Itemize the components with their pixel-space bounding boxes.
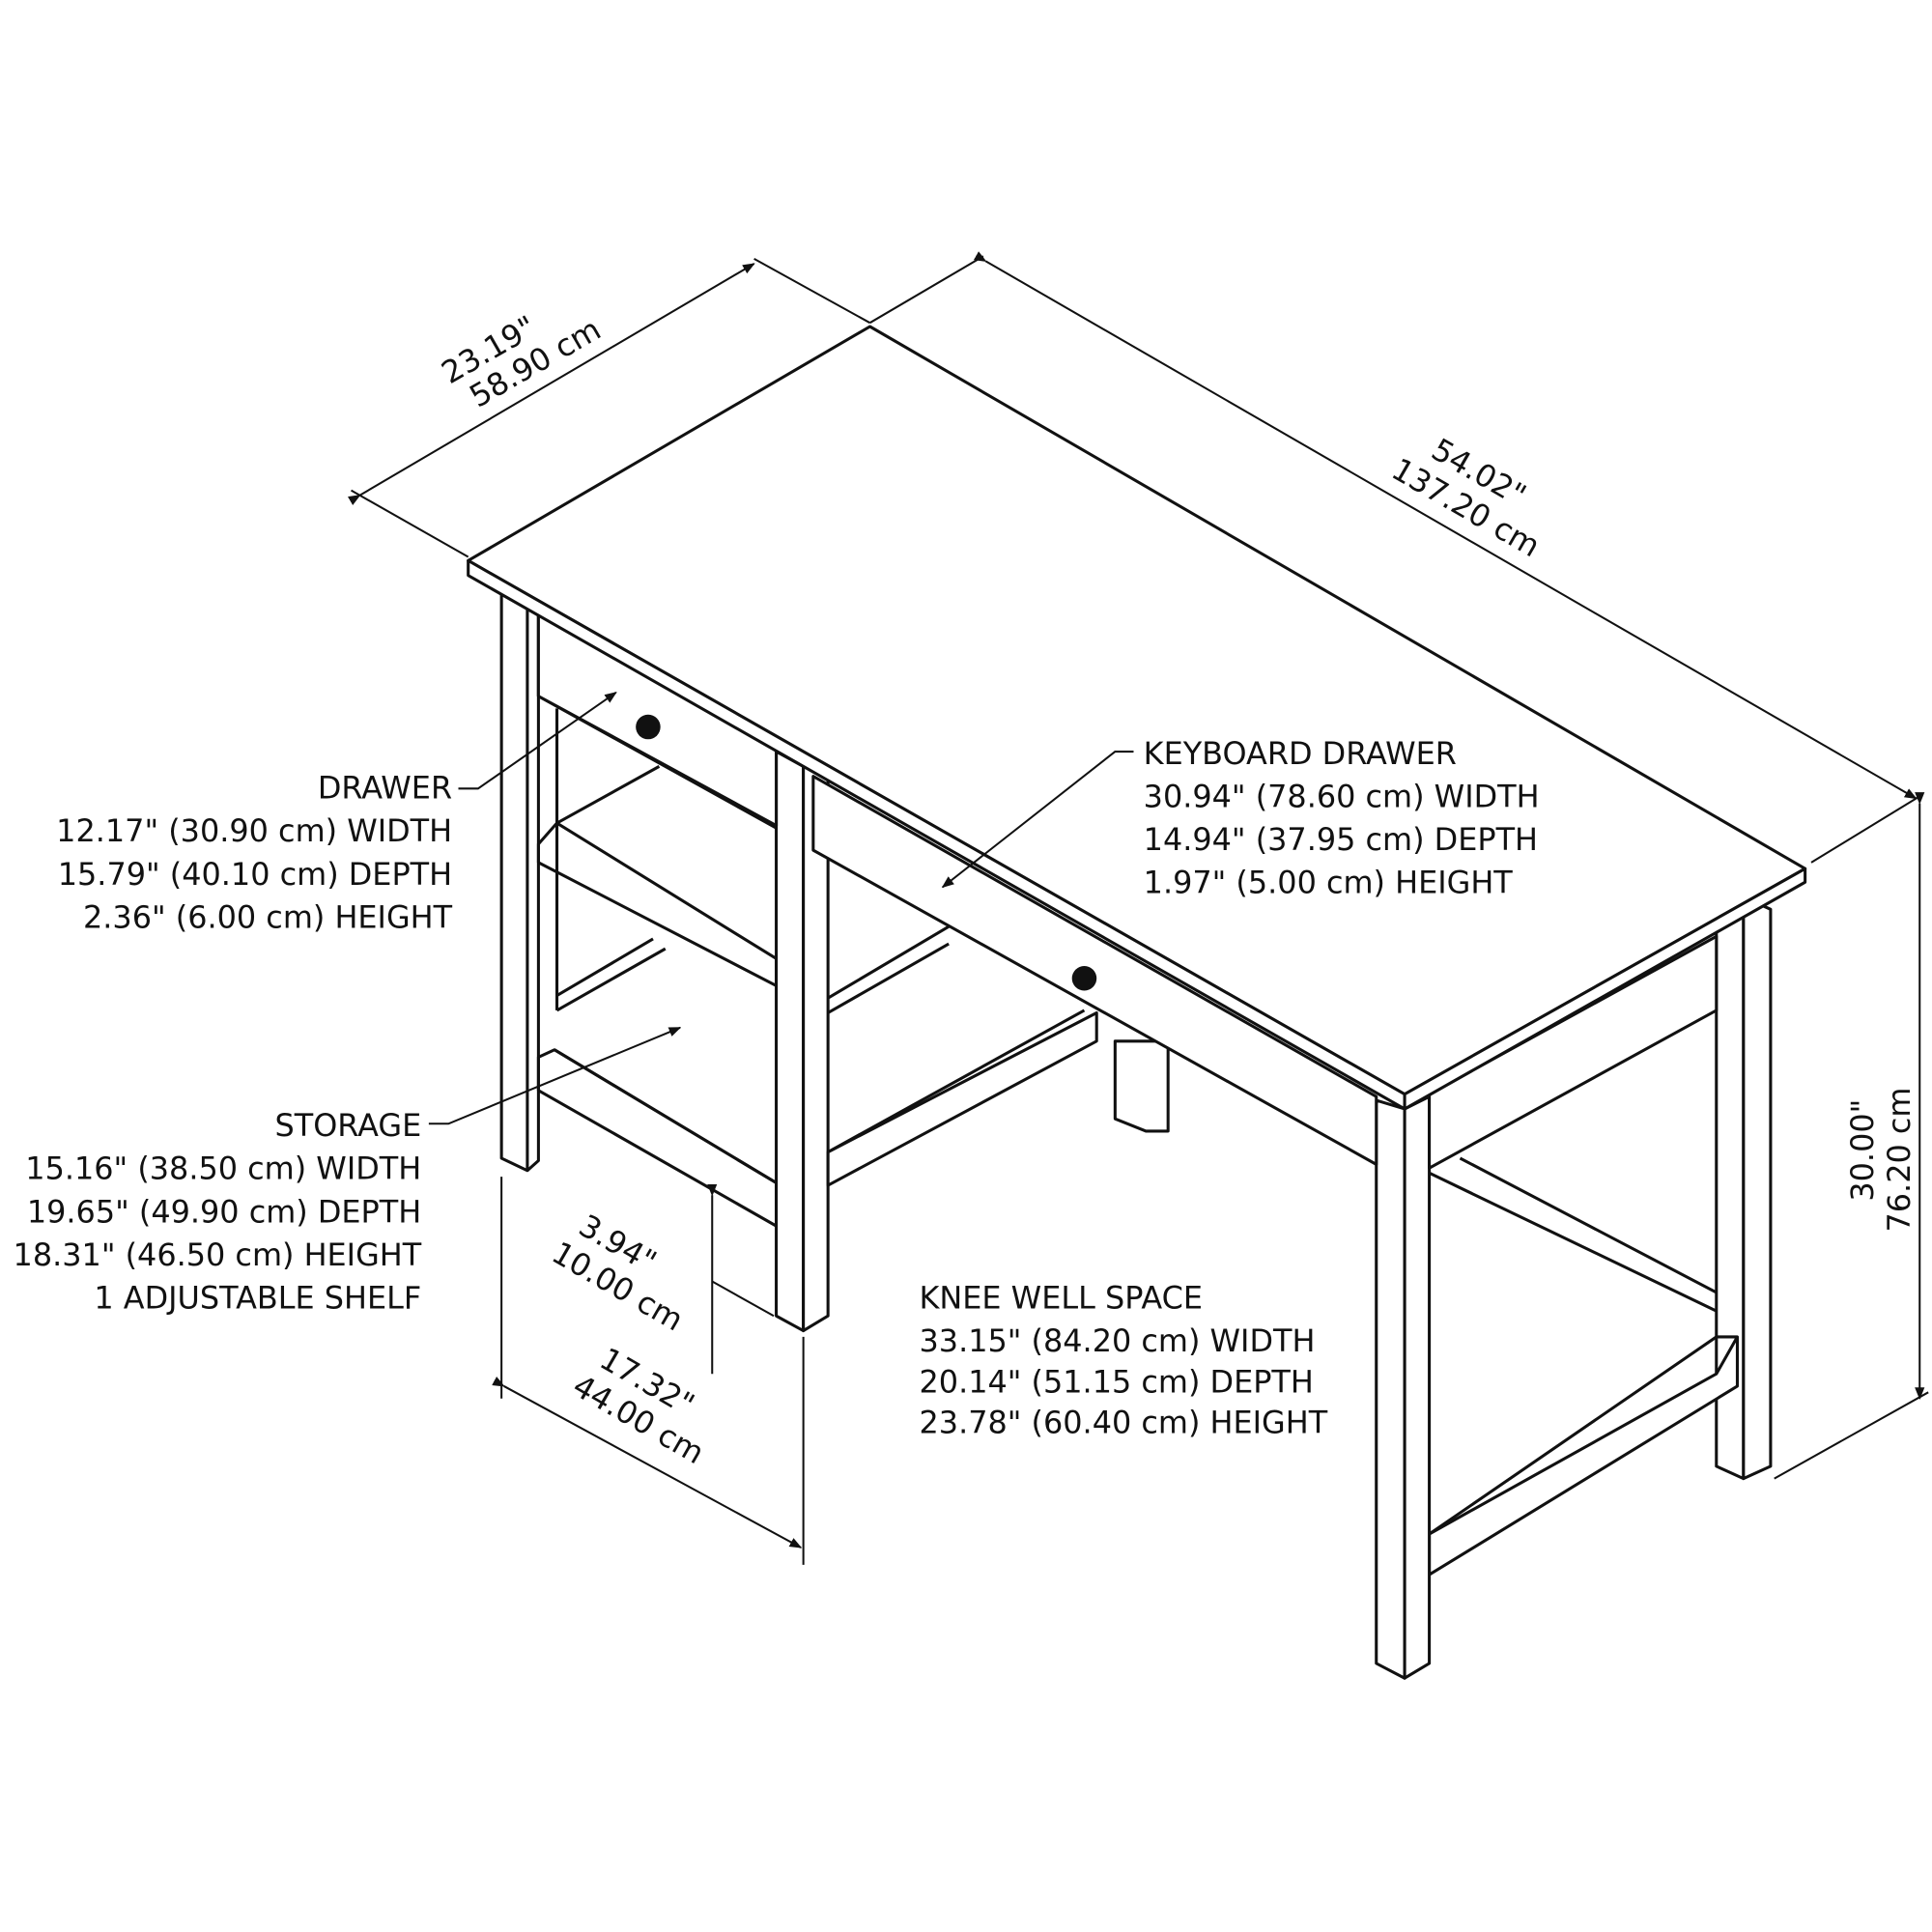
svg-text:12.17" (30.90 cm) WIDTH: 12.17" (30.90 cm) WIDTH: [56, 812, 452, 849]
front-left-leg: [499, 593, 540, 1173]
svg-text:KEYBOARD DRAWER: KEYBOARD DRAWER: [1144, 735, 1457, 772]
width-dimension-line: [868, 251, 1923, 864]
right-side-stretcher: [1428, 1335, 1739, 1577]
clearance-label: 3.94" 10.00 cm: [546, 1208, 690, 1339]
knee-well-callout: KNEE WELL SPACE 33.15" (84.20 cm) WIDTH …: [920, 1280, 1328, 1441]
svg-text:19.65" (49.90 cm) DEPTH: 19.65" (49.90 cm) DEPTH: [27, 1193, 421, 1230]
svg-text:33.15" (84.20 cm) WIDTH: 33.15" (84.20 cm) WIDTH: [920, 1322, 1316, 1359]
svg-text:1.97" (5.00 cm) HEIGHT: 1.97" (5.00 cm) HEIGHT: [1144, 865, 1514, 901]
height-label: 30.00" 76.20 cm: [1844, 1088, 1918, 1233]
drawer-callout: DRAWER 12.17" (30.90 cm) WIDTH 15.79" (4…: [56, 770, 452, 936]
clearance-dimension-line: [707, 1183, 775, 1375]
keyboard-drawer: [811, 775, 1719, 1170]
svg-text:23.78" (60.40 cm) HEIGHT: 23.78" (60.40 cm) HEIGHT: [920, 1404, 1328, 1440]
front-right-leg: [1375, 1094, 1432, 1680]
depth-dimension-line: [347, 257, 871, 558]
svg-text:14.94" (37.95 cm) DEPTH: 14.94" (37.95 cm) DEPTH: [1144, 821, 1538, 858]
svg-text:1 ADJUSTABLE SHELF: 1 ADJUSTABLE SHELF: [94, 1280, 421, 1317]
storage-width-label: 17.32" 44.00 cm: [567, 1340, 711, 1471]
svg-text:18.31" (46.50 cm) HEIGHT: 18.31" (46.50 cm) HEIGHT: [14, 1236, 422, 1273]
svg-text:76.20 cm: 76.20 cm: [1881, 1088, 1918, 1233]
keyboard-drawer-leader: [941, 751, 1134, 889]
height-dimension-line: [1774, 792, 1929, 1480]
svg-text:30.00": 30.00": [1844, 1099, 1881, 1202]
svg-text:20.14" (51.15 cm) DEPTH: 20.14" (51.15 cm) DEPTH: [920, 1363, 1314, 1400]
storage-width-dimension-line: [492, 1177, 805, 1565]
width-label: 54.02" 137.20 cm: [1385, 431, 1546, 564]
front-stretcher: [826, 1010, 1098, 1187]
drawer-leader: [458, 691, 617, 790]
svg-text:KNEE WELL SPACE: KNEE WELL SPACE: [920, 1280, 1204, 1317]
drawer-knob-icon: [636, 714, 661, 740]
svg-text:30.94" (78.60 cm) WIDTH: 30.94" (78.60 cm) WIDTH: [1144, 778, 1540, 814]
svg-text:DRAWER: DRAWER: [318, 770, 452, 807]
svg-text:15.16" (38.50 cm) WIDTH: 15.16" (38.50 cm) WIDTH: [25, 1151, 421, 1187]
back-left-leg: [1113, 1039, 1170, 1133]
storage-leader: [428, 1026, 682, 1125]
storage-callout: STORAGE 15.16" (38.50 cm) WIDTH 19.65" (…: [14, 1107, 422, 1317]
storage-bottom: [536, 1048, 779, 1228]
keyboard-drawer-knob-icon: [1071, 966, 1097, 991]
keyboard-drawer-callout: KEYBOARD DRAWER 30.94" (78.60 cm) WIDTH …: [1144, 735, 1540, 901]
svg-text:STORAGE: STORAGE: [274, 1107, 421, 1144]
svg-text:2.36" (6.00 cm) HEIGHT: 2.36" (6.00 cm) HEIGHT: [83, 898, 453, 935]
svg-text:15.79" (40.10 cm) DEPTH: 15.79" (40.10 cm) DEPTH: [58, 856, 452, 893]
